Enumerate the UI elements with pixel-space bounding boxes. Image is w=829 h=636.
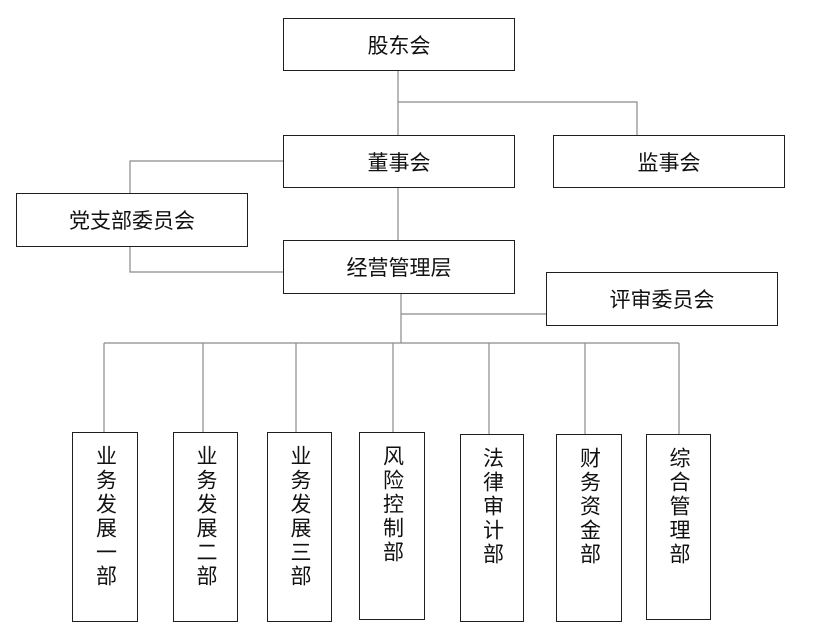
- department-box: 业务发展二部: [173, 432, 238, 622]
- supervisory-board-box: 监事会: [553, 135, 785, 188]
- department-label: 法律审计部: [480, 447, 505, 567]
- supervisory-board-label: 监事会: [637, 150, 701, 175]
- department-label: 业务发展一部: [93, 445, 118, 589]
- department-label: 综合管理部: [667, 447, 691, 567]
- department-label: 财务资金部: [577, 447, 602, 567]
- shareholders-label: 股东会: [367, 33, 431, 58]
- management-box: 经营管理层: [283, 240, 515, 294]
- shareholders-box: 股东会: [283, 18, 515, 71]
- department-label: 风险控制部: [380, 445, 405, 565]
- department-label: 业务发展三部: [288, 445, 312, 589]
- review-committee-box: 评审委员会: [546, 272, 778, 326]
- management-label: 经营管理层: [346, 256, 452, 280]
- department-box: 业务发展一部: [72, 432, 138, 622]
- review-committee-label: 评审委员会: [609, 288, 715, 312]
- board-label: 董事会: [367, 150, 431, 175]
- board-box: 董事会: [283, 135, 515, 188]
- department-box: 法律审计部: [460, 434, 524, 622]
- department-box: 业务发展三部: [267, 432, 332, 622]
- party-committee-label: 党支部委员会: [69, 209, 195, 233]
- connector-party-management: [129, 247, 283, 273]
- connector-board-party: [129, 160, 283, 193]
- connector-shareholders-supervisory: [398, 101, 638, 135]
- department-box: 风险控制部: [359, 432, 425, 620]
- department-label: 业务发展二部: [194, 445, 218, 589]
- department-box: 综合管理部: [646, 434, 711, 620]
- party-committee-box: 党支部委员会: [16, 193, 248, 247]
- department-box: 财务资金部: [556, 434, 622, 622]
